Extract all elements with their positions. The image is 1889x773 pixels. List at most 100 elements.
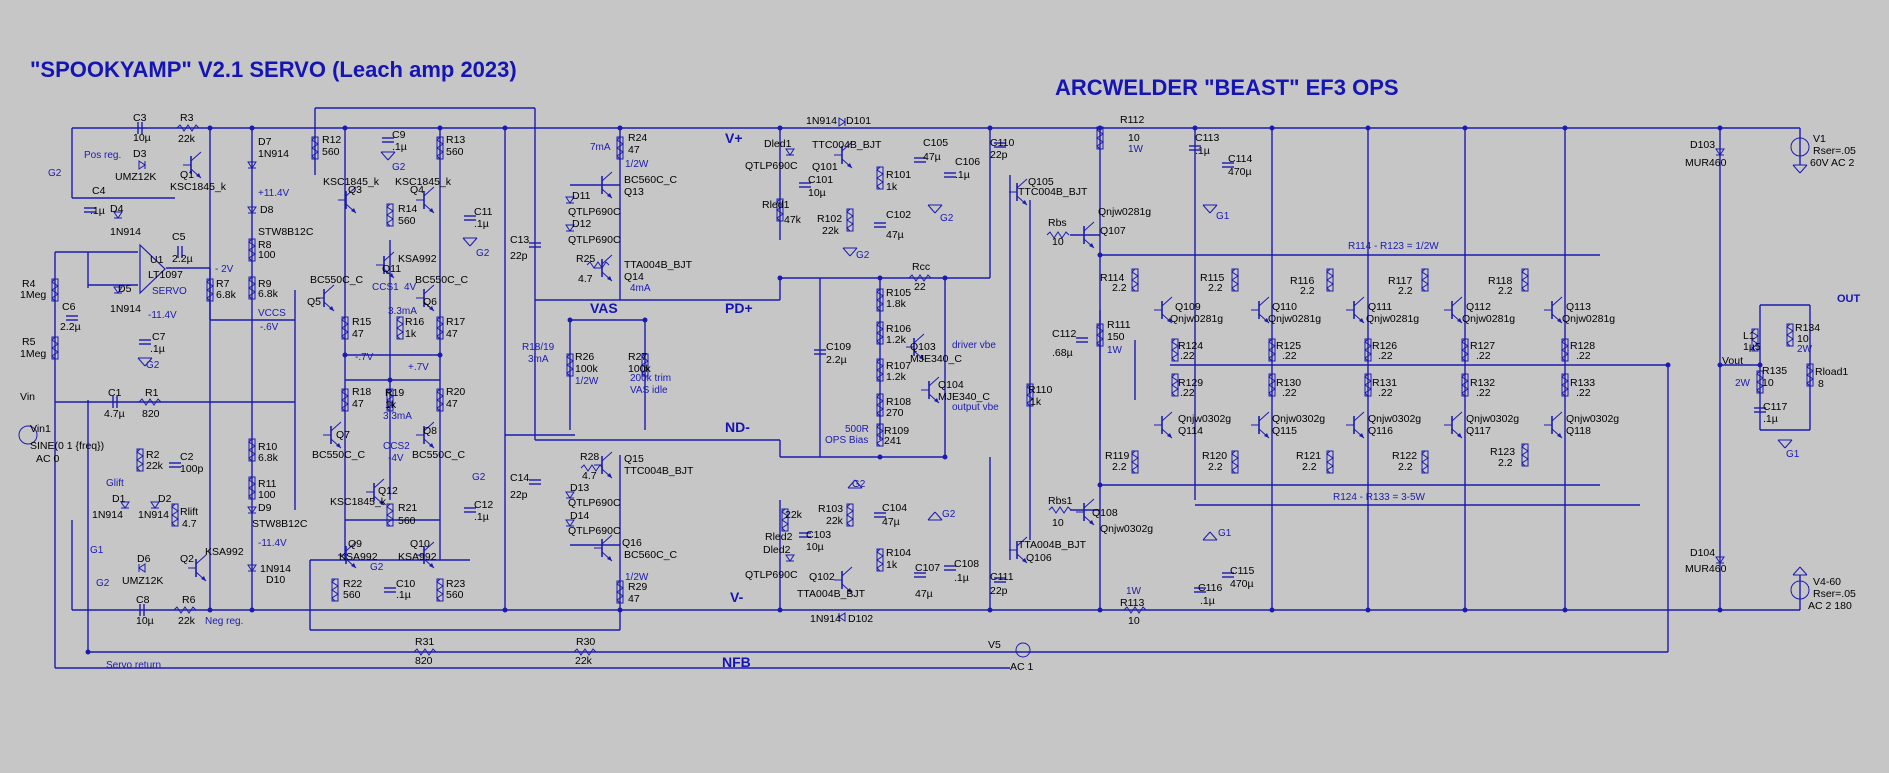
- label-qn: Qnjw0281g: [1366, 313, 1419, 325]
- label-q15: Q15: [624, 453, 644, 465]
- label-trim200k: 200k trim: [630, 373, 671, 384]
- label-r5v: 1Meg: [20, 348, 46, 360]
- net-labels: V+ PD+ ND- V- NFB: [722, 130, 753, 670]
- label-u1: U1: [150, 254, 164, 266]
- label-c114: C114: [1228, 153, 1252, 165]
- label-r19v: 1k: [385, 399, 397, 411]
- label-d102v: 1N914: [810, 613, 841, 625]
- label-d13: D13: [570, 482, 589, 494]
- label-d6v: UMZ12K: [122, 575, 163, 587]
- label-d2: D2: [158, 493, 172, 505]
- label-r129: R129: [1178, 377, 1203, 389]
- label-rv-22: .22: [1378, 387, 1393, 399]
- output-network-section: D103 MUR460 V1 Rser=.05 60V AC 2 OUT L1 …: [1685, 133, 1861, 612]
- label-r113: R113: [1120, 597, 1144, 609]
- label-r115: R115: [1200, 272, 1224, 284]
- label-r134: R134: [1795, 322, 1820, 334]
- label-r113v: 10: [1128, 615, 1140, 627]
- label-r21v: 560: [398, 515, 416, 527]
- label-q118: Q118: [1566, 425, 1591, 437]
- label-g2: G2: [472, 472, 486, 483]
- label-r4: R4: [22, 278, 36, 290]
- label-r22v: 560: [343, 589, 361, 601]
- supply-regulators: 1N914 D101 Dled1 QTLP690C TTC004B_BJT Q1…: [745, 115, 999, 625]
- label-r20v: 47: [446, 398, 458, 410]
- label-r24v: 47: [628, 144, 640, 156]
- label-output-vbe: output vbe: [952, 402, 999, 413]
- label-r20: R20: [446, 386, 465, 398]
- label-r16v: 1k: [405, 328, 417, 340]
- label-i-4ma: 4mA: [630, 283, 651, 294]
- label-d104v: MUR460: [1685, 563, 1727, 575]
- label-c115: C115: [1230, 565, 1254, 577]
- label-q106v: TTA004B_BJT: [1018, 539, 1087, 551]
- label-q108v: Qnjw0302g: [1100, 523, 1153, 535]
- label-r120: R120: [1202, 450, 1227, 462]
- label-w1-a: 1W: [1128, 144, 1144, 155]
- label-d4: D4: [110, 203, 124, 215]
- label-rv22: 2.2: [1208, 282, 1223, 294]
- label-qn: Qnjw0281g: [1462, 313, 1515, 325]
- label-r105: R105: [886, 287, 911, 299]
- label-d3: D3: [133, 148, 147, 160]
- label-i-3-3-a: 3.3mA: [388, 306, 417, 317]
- label-r2v: 22k: [146, 460, 164, 472]
- label-w-half-2: 1/2W: [575, 376, 599, 387]
- label-qp: Qnjw0302g: [1368, 413, 1421, 425]
- label-g2: G2: [96, 578, 110, 589]
- label-d2v: 1N914: [138, 509, 169, 521]
- label-q5v: BC550C_C: [310, 274, 364, 286]
- label-rv-22: .22: [1476, 350, 1491, 362]
- label-r9: R9: [258, 278, 272, 290]
- label-r103: R103: [818, 503, 843, 515]
- label-vin1ac: AC 0: [36, 453, 60, 465]
- label-r8v: 100: [258, 249, 276, 261]
- label-q103v: MJE340_C: [910, 353, 962, 365]
- label-q101: Q101: [812, 161, 838, 173]
- label-g2: G2: [392, 162, 406, 173]
- label-v-2: - 2V: [215, 264, 234, 275]
- label-r25v: 4.7: [578, 273, 593, 285]
- label-r103v: 22k: [785, 509, 803, 521]
- label-qn: Qnjw0281g: [1170, 313, 1223, 325]
- label-r12v: 560: [322, 146, 340, 158]
- label-c12: C12: [474, 499, 493, 511]
- label-dled1: Dled1: [764, 138, 792, 150]
- label-c105: C105: [923, 137, 948, 149]
- label-w-half-3: 1/2W: [625, 572, 649, 583]
- label-rled1v: 47k: [784, 214, 802, 226]
- label-v5v: AC 1: [1010, 661, 1034, 673]
- label-c108v: .1µ: [954, 572, 969, 584]
- label-c112: C112: [1052, 328, 1076, 340]
- label-nfb: NFB: [722, 654, 751, 670]
- label-r106v: 1.2k: [886, 334, 907, 346]
- label-ccs2: CCS2: [383, 441, 410, 452]
- label-q102v: TTA004B_BJT: [797, 588, 866, 600]
- label-c7: C7: [152, 331, 166, 343]
- label-r7: R7: [216, 278, 230, 290]
- label-c102v: 47µ: [886, 229, 904, 241]
- label-dled2v: QTLP690C: [745, 569, 798, 581]
- label-q115: Q115: [1272, 425, 1297, 437]
- label-q12v: KSC1845_k: [330, 496, 387, 508]
- label-q9v: KSA992: [339, 551, 378, 563]
- label-c103: C103: [806, 529, 831, 541]
- label-rbs1: Rbs1: [1048, 495, 1073, 507]
- label-q114: Q114: [1178, 425, 1203, 437]
- label-d5: D5: [118, 283, 132, 295]
- label-r30: R30: [576, 636, 595, 648]
- label-r114-123: R114 - R123 = 1/2W: [1348, 241, 1439, 252]
- label-q16: Q16: [622, 537, 642, 549]
- label-q107v: Qnjw0281g: [1098, 206, 1151, 218]
- label-c3: C3: [133, 112, 147, 124]
- label-r27: R27: [628, 351, 647, 363]
- rail-pos-11v: +11.4V: [258, 188, 290, 199]
- label-d103v: MUR460: [1685, 157, 1727, 169]
- label-q2v: KSA992: [205, 546, 244, 558]
- label-c111: C111: [990, 571, 1014, 583]
- label-w2-b: 2W: [1735, 378, 1751, 389]
- label-r121: R121: [1296, 450, 1321, 462]
- label-c113: C113: [1195, 132, 1219, 144]
- label-r110v: 1k: [1030, 396, 1042, 408]
- label-i-3-3-b: 3.3mA: [383, 411, 412, 422]
